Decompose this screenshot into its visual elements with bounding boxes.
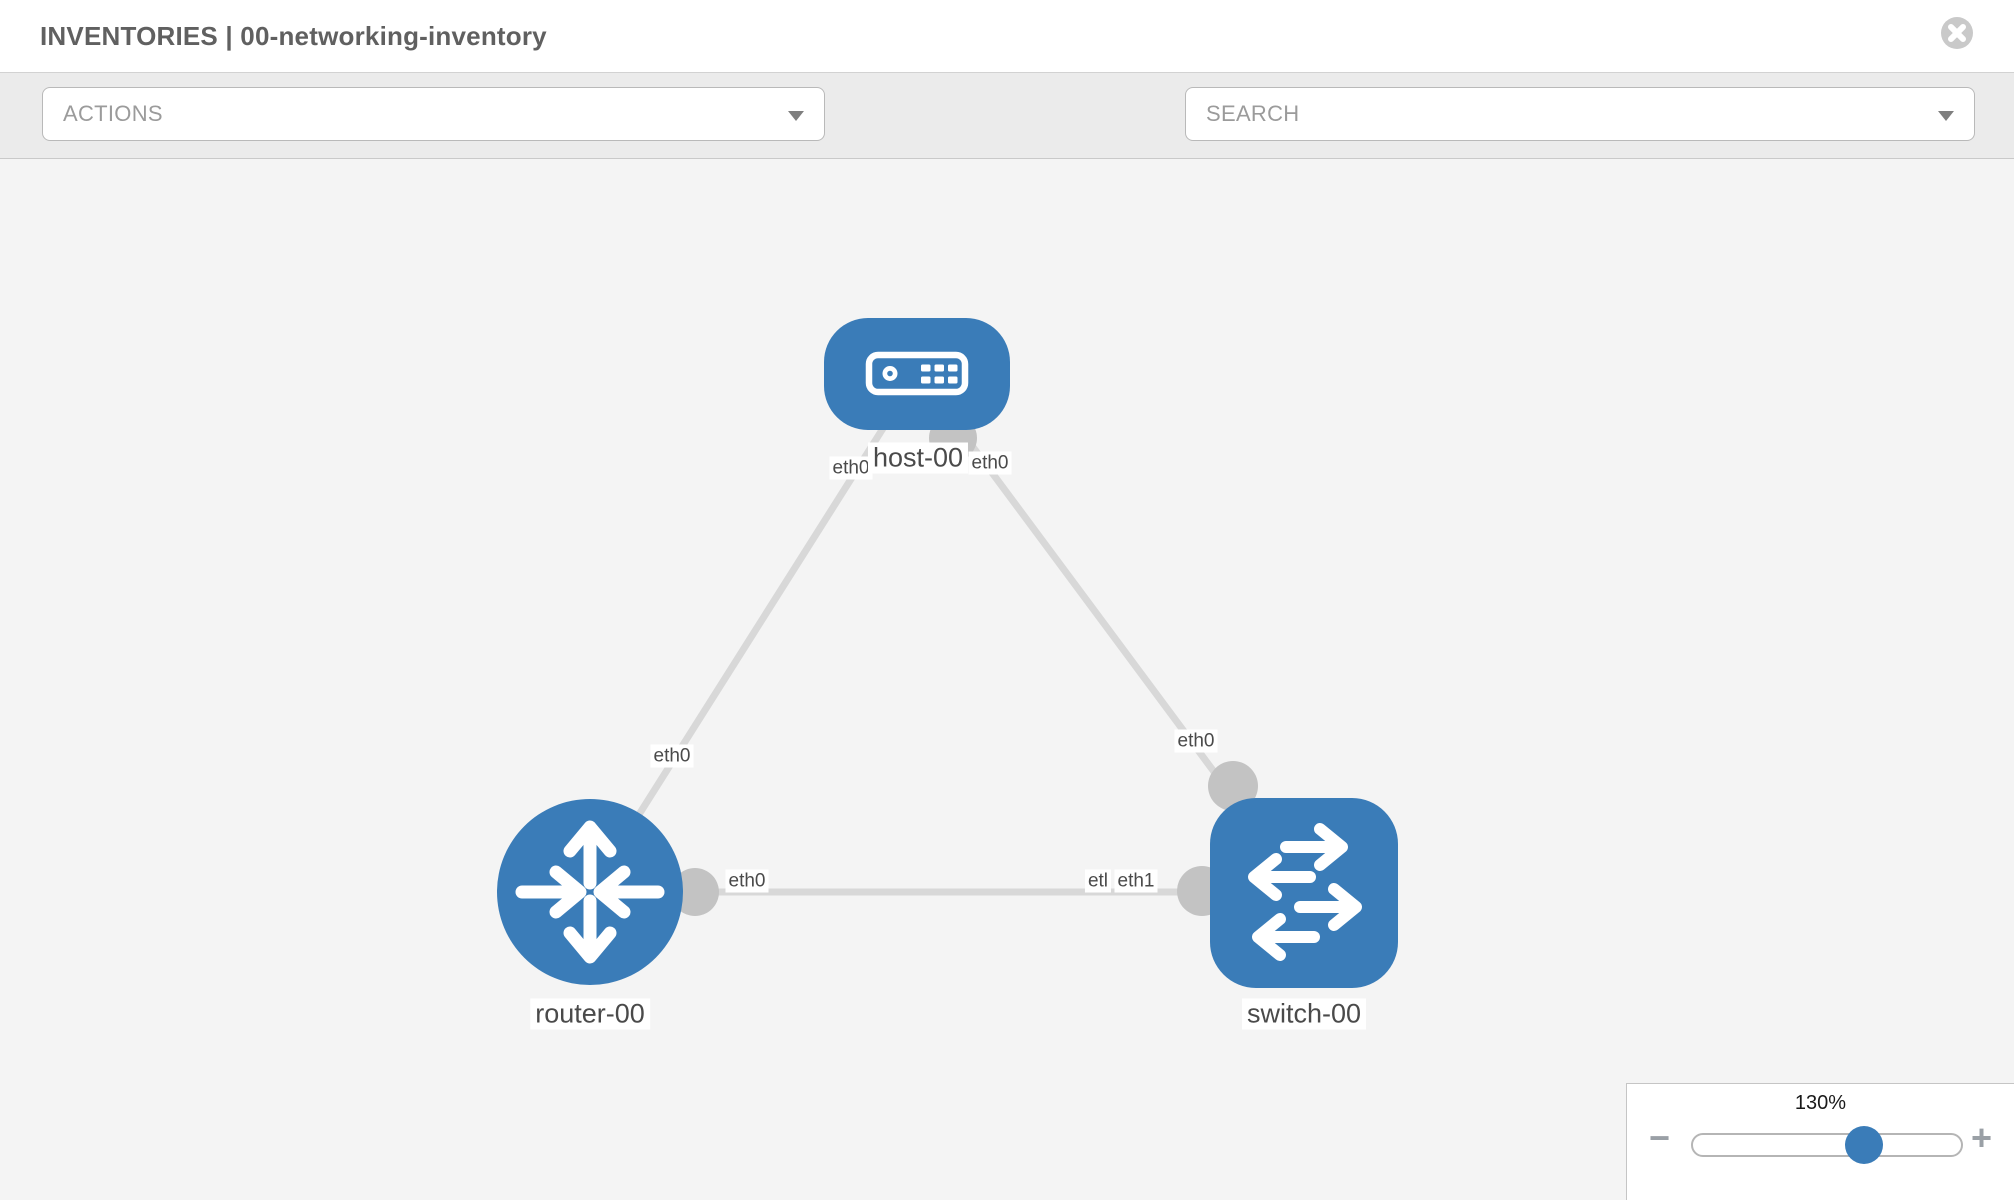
chevron-down-icon <box>1938 111 1954 121</box>
node-switch-00[interactable] <box>1210 798 1398 988</box>
iface-label: eth0 <box>725 869 769 893</box>
close-icon <box>1941 17 1973 49</box>
close-button[interactable] <box>1940 16 1974 50</box>
server-icon <box>865 351 969 396</box>
zoom-in-button[interactable]: + <box>1971 1117 1993 1158</box>
search-placeholder: SEARCH <box>1206 101 1300 126</box>
zoom-level-readout: 130% <box>1794 1092 1847 1114</box>
interface-connectors <box>671 414 1258 916</box>
zoom-out-button[interactable]: − <box>1649 1117 1671 1158</box>
node-label-host: host-00 <box>867 442 969 474</box>
node-label-router: router-00 <box>530 998 650 1030</box>
node-router-00[interactable] <box>497 799 683 985</box>
iface-label-clipped: etl <box>1084 869 1112 893</box>
search-dropdown[interactable]: SEARCH <box>1185 87 1975 141</box>
zoom-slider-thumb[interactable] <box>1845 1126 1883 1164</box>
actions-dropdown-label: ACTIONS <box>63 101 163 126</box>
zoom-slider[interactable] <box>1691 1126 1963 1164</box>
iface-label: eth0 <box>968 451 1012 475</box>
zoom-panel: 130% − + <box>1626 1083 2014 1200</box>
iface-label: eth0 <box>650 744 694 768</box>
header-bar: INVENTORIES | 00-networking-inventory <box>0 0 2014 73</box>
actions-dropdown[interactable]: ACTIONS <box>42 87 825 141</box>
toolbar: ACTIONS SEARCH <box>0 73 2014 207</box>
iface-label: eth0 <box>829 456 873 480</box>
iface-label: eth0 <box>1174 729 1218 753</box>
connector-switch-eth0 <box>1208 761 1258 811</box>
node-label-switch: switch-00 <box>1241 998 1367 1030</box>
chevron-down-icon <box>788 111 804 121</box>
node-host-00[interactable] <box>824 318 1010 430</box>
iface-label: eth1 <box>1114 869 1158 893</box>
connector-router-eth0 <box>671 868 719 916</box>
topology-canvas[interactable]: eth0 eth0 eth0 eth0 eth0 etl eth1 host-0… <box>0 159 2014 1200</box>
router-arrows-icon <box>515 820 665 964</box>
page-title: INVENTORIES | 00-networking-inventory <box>40 21 547 51</box>
switch-arrows-icon <box>1248 823 1362 961</box>
